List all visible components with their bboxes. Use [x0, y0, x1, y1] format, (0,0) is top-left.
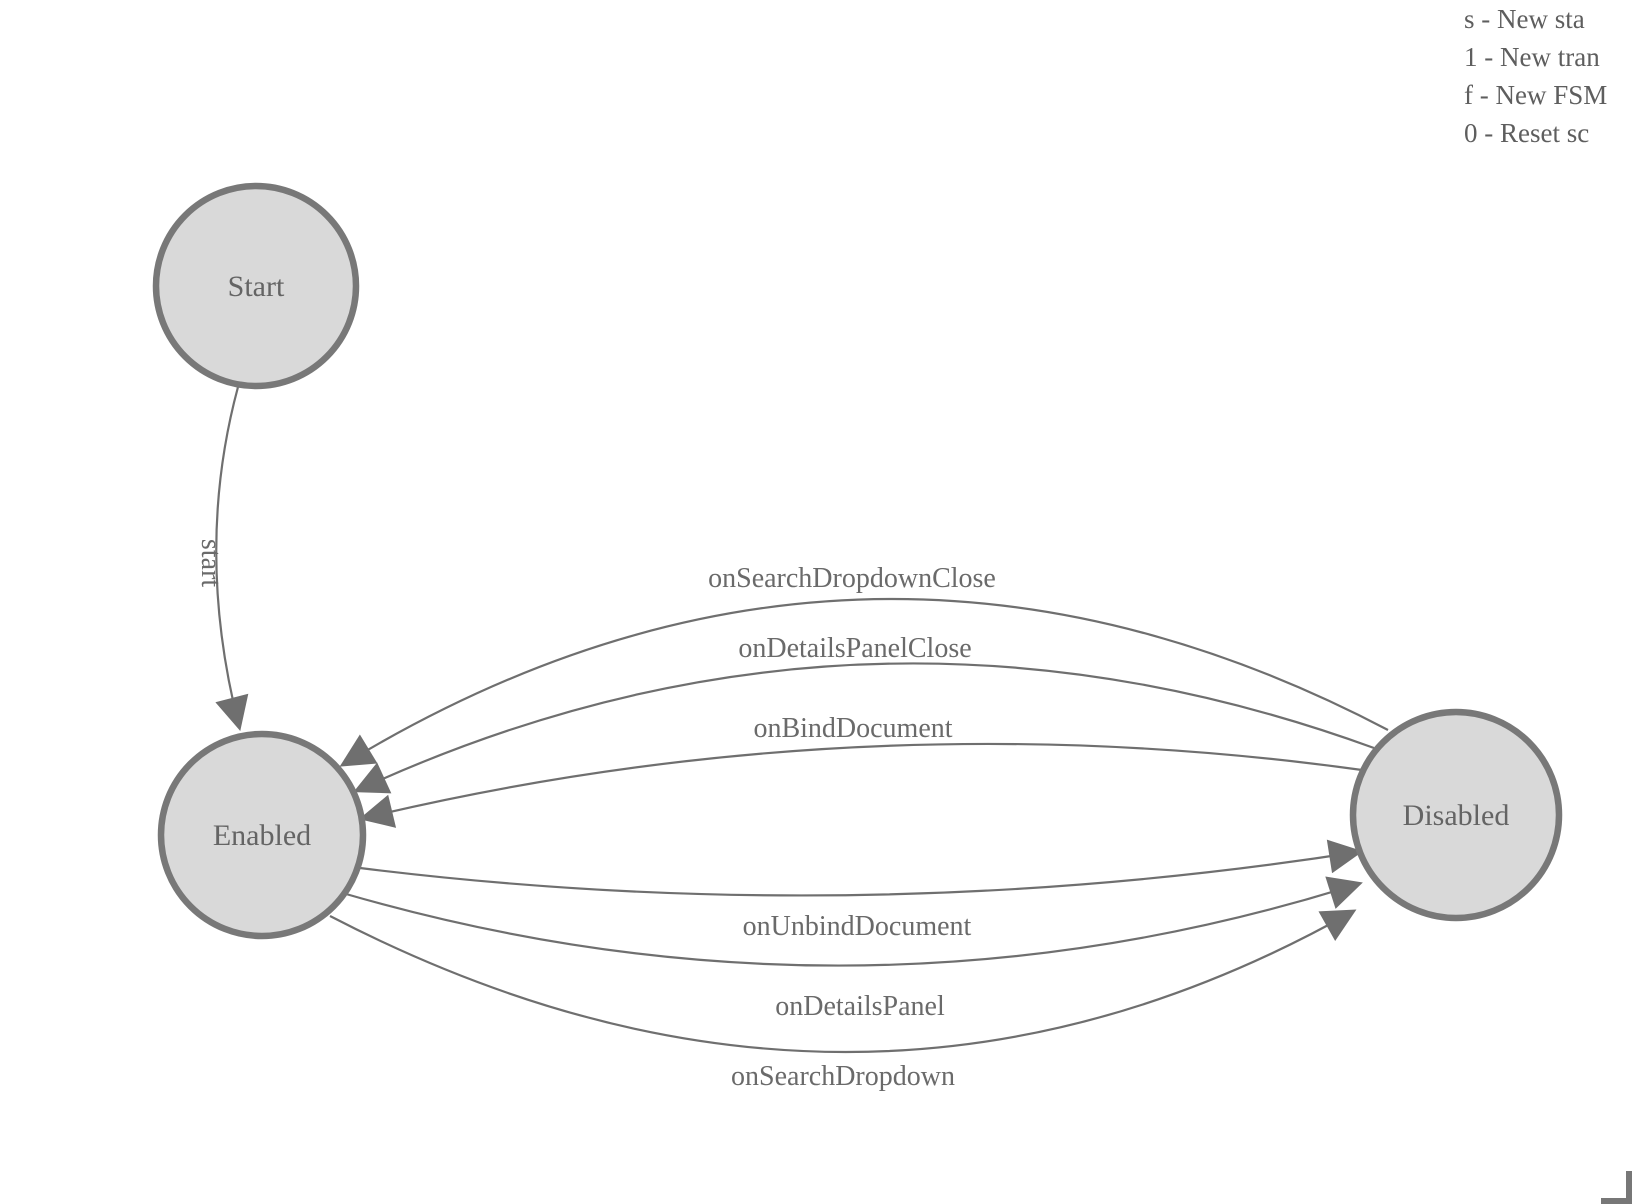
- state-circle-start[interactable]: [152, 182, 360, 390]
- hotkey-legend: s - New sta 1 - New tran f - New FSM 0 -…: [1464, 0, 1607, 152]
- edge-label-start: start: [195, 539, 226, 587]
- state-label-disabled: Disabled: [1403, 799, 1510, 832]
- edge-label-onunbinddocument: onUnbindDocument: [743, 911, 972, 942]
- edge-enabled-to-disabled-ondetailspanel[interactable]: [345, 876, 1363, 967]
- edge-disabled-to-enabled-onsearchdropdownclose[interactable]: [339, 597, 1389, 767]
- edge-label-ondetailspanelclose: onDetailsPanelClose: [738, 633, 971, 664]
- state-node-start[interactable]: Start: [152, 182, 360, 390]
- legend-item-new-transition: 1 - New tran: [1464, 42, 1600, 72]
- state-circle-enabled[interactable]: [157, 730, 367, 940]
- state-node-enabled[interactable]: Enabled: [157, 730, 367, 940]
- edge-label-onsearchdropdown: onSearchDropdown: [731, 1061, 955, 1092]
- edge-enabled-to-disabled-onunbinddocument[interactable]: [359, 839, 1364, 897]
- edge-disabled-to-enabled-ondetailspanelclose[interactable]: [353, 662, 1375, 794]
- edge-label-onbinddocument: onBindDocument: [753, 713, 952, 744]
- edge-enabled-to-disabled-onsearchdropdown[interactable]: [329, 909, 1357, 1054]
- state-circle-disabled[interactable]: [1349, 708, 1563, 922]
- edge-disabled-to-enabled-onbinddocument[interactable]: [359, 742, 1363, 828]
- state-label-enabled: Enabled: [213, 819, 311, 852]
- edge-start-to-enabled[interactable]: [215, 386, 249, 731]
- state-label-start: Start: [228, 270, 285, 303]
- legend-item-new-fsm: f - New FSM: [1464, 80, 1608, 110]
- edge-label-onsearchdropdownclose: onSearchDropdownClose: [708, 563, 996, 594]
- legend-item-new-state: s - New sta: [1464, 4, 1585, 34]
- state-node-disabled[interactable]: Disabled: [1349, 708, 1563, 922]
- edge-label-ondetailspanel: onDetailsPanel: [775, 991, 945, 1022]
- legend-item-reset: 0 - Reset sc: [1464, 118, 1590, 148]
- canvas-corner-fragment: [1601, 1171, 1632, 1204]
